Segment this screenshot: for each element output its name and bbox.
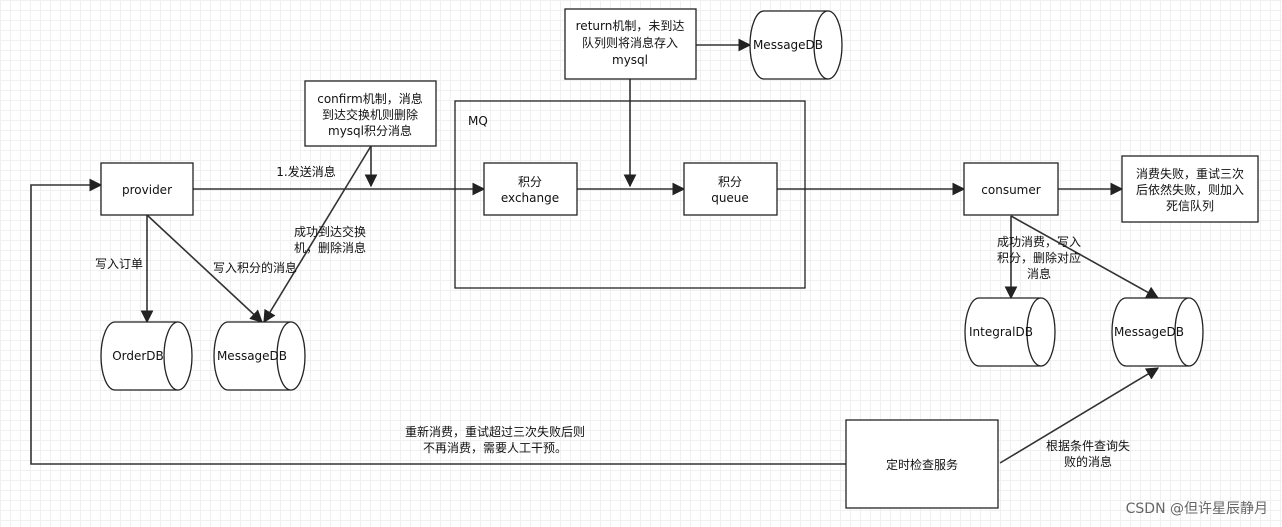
edge-provider-to-messagedb xyxy=(146,214,263,323)
consumer-label: consumer xyxy=(981,183,1040,197)
provider-label: provider xyxy=(122,183,172,197)
dead-letter-note-line-1: 消费失败，重试三次 xyxy=(1136,166,1244,181)
edge-label-arrive-exchange-2: 机，删除消息 xyxy=(294,240,366,255)
confirm-note-line-3: mysql积分消息 xyxy=(328,123,412,138)
edge-label-reconsume-1: 重新消费，重试超过三次失败后则 xyxy=(405,424,585,439)
edge-label-consume-success-3: 消息 xyxy=(1027,266,1051,281)
confirm-note-box xyxy=(304,80,437,147)
messagedb-return-cylinder: MessageDB xyxy=(749,10,843,80)
return-note-line-1: return机制，未到达 xyxy=(576,19,685,33)
return-note-line-2: 队列则将消息存入 xyxy=(582,35,678,50)
edge-label-consume-success-1: 成功消费，写入 xyxy=(997,235,1081,249)
edge-label-send: 1.发送消息 xyxy=(276,164,335,179)
edge-timer-to-provider xyxy=(30,178,846,465)
mq-frame xyxy=(454,100,806,289)
confirm-note-line-2: 到达交换机则删除 xyxy=(322,107,418,122)
edge-label-arrive-exchange-1: 成功到达交换 xyxy=(294,224,366,239)
orderdb-label: OrderDB xyxy=(112,349,164,363)
edge-label-query-failed-1: 根据条件查询失 xyxy=(1046,438,1130,453)
messagedb-provider-cylinder: MessageDB xyxy=(213,321,306,391)
edge-label-reconsume-2: 不再消费，需要人工干预。 xyxy=(423,441,567,455)
timer-service-label: 定时检查服务 xyxy=(886,457,958,472)
provider-box xyxy=(100,162,194,216)
edge-consumer-to-messagedb xyxy=(1010,215,1160,299)
return-note-line-3: mysql xyxy=(612,53,648,67)
edge-confirm-delete-to-messagedb xyxy=(263,145,372,324)
edge-label-write-points-msg: 写入积分的消息 xyxy=(213,260,297,275)
mq-label: MQ xyxy=(468,114,488,128)
queue-label-1: 积分 xyxy=(718,175,742,189)
messagedb-consumer-cylinder: MessageDB xyxy=(1111,297,1204,367)
exchange-box xyxy=(483,162,578,216)
messagedb-consumer-label: MessageDB xyxy=(1114,325,1184,339)
edge-label-write-order: 写入订单 xyxy=(95,257,143,271)
return-note-box xyxy=(564,8,697,80)
consumer-box xyxy=(963,162,1059,216)
integraldb-label: IntegralDB xyxy=(969,325,1033,339)
integraldb-cylinder: IntegralDB xyxy=(964,297,1056,367)
timer-service-box xyxy=(845,419,999,509)
messagedb-return-label: MessageDB xyxy=(753,38,823,52)
queue-box xyxy=(683,162,778,216)
dead-letter-note-box xyxy=(1121,155,1259,223)
exchange-label-1: 积分 xyxy=(518,175,542,189)
exchange-label-2: exchange xyxy=(501,191,559,205)
dead-letter-note-line-2: 后依然失败，则加入 xyxy=(1136,182,1244,197)
csdn-watermark: CSDN @但许星辰静月 xyxy=(1126,501,1268,517)
edge-label-query-failed-2: 败的消息 xyxy=(1064,454,1112,469)
edge-timer-to-messagedb xyxy=(999,367,1160,464)
dead-letter-note-line-3: 死信队列 xyxy=(1166,198,1214,213)
messagedb-provider-label: MessageDB xyxy=(217,349,287,363)
confirm-note-line-1: confirm机制，消息 xyxy=(317,91,423,106)
queue-label-2: queue xyxy=(711,191,749,205)
edge-label-consume-success-2: 积分，删除对应 xyxy=(997,250,1081,265)
orderdb-cylinder: OrderDB xyxy=(100,321,193,391)
